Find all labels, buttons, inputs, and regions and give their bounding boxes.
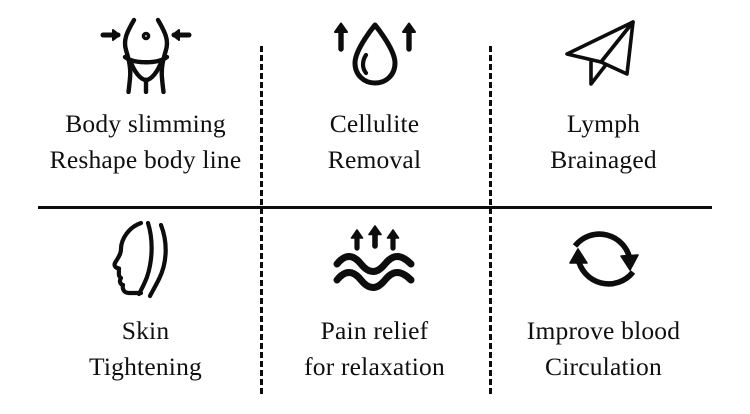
feature-caption-line1: Cellulite bbox=[329, 109, 420, 138]
feature-cell-cellulite-removal: Cellulite Removal bbox=[260, 8, 489, 208]
feature-caption-line2: for relaxation bbox=[304, 352, 445, 382]
waves-up-arrows-icon bbox=[329, 213, 421, 305]
divider-vertical-right bbox=[489, 46, 492, 394]
feature-caption: Lymph Brainaged bbox=[550, 106, 657, 178]
feature-caption-line1: Body slimming bbox=[65, 109, 226, 138]
feature-caption: Skin Tightening bbox=[89, 313, 202, 385]
feature-caption-line1: Pain relief bbox=[320, 316, 429, 345]
face-profile-icon bbox=[103, 213, 189, 305]
feature-cell-lymph-drainage: Lymph Brainaged bbox=[489, 8, 718, 208]
feature-caption-line2: Circulation bbox=[545, 352, 662, 382]
feature-cell-pain-relief: Pain relief for relaxation bbox=[260, 213, 489, 413]
feature-cell-skin-tightening: Skin Tightening bbox=[31, 213, 260, 413]
feature-caption-line2: Reshape body line bbox=[49, 145, 242, 175]
feature-cell-body-slimming: Body slimming Reshape body line bbox=[31, 8, 260, 208]
feature-caption: Pain relief for relaxation bbox=[304, 313, 445, 385]
water-droplet-up-arrows-icon bbox=[331, 8, 419, 96]
divider-vertical-left bbox=[260, 46, 263, 394]
feature-caption-line1: Improve blood bbox=[526, 316, 681, 345]
feature-cell-blood-circulation: Improve blood Circulation bbox=[489, 213, 718, 413]
feature-caption: Body slimming Reshape body line bbox=[50, 106, 242, 178]
feature-caption-line2: Brainaged bbox=[550, 145, 657, 175]
feature-caption-line2: Tightening bbox=[88, 352, 202, 382]
paper-plane-icon bbox=[561, 8, 647, 96]
circular-arrows-icon bbox=[564, 213, 644, 305]
divider-horizontal bbox=[38, 206, 712, 209]
body-slimming-torso-icon bbox=[100, 8, 192, 96]
feature-caption-line1: Skin bbox=[121, 316, 170, 345]
feature-caption: Improve blood Circulation bbox=[527, 313, 680, 385]
feature-caption-line1: Lymph bbox=[566, 109, 641, 138]
feature-caption: Cellulite Removal bbox=[328, 106, 421, 178]
feature-caption-line2: Removal bbox=[327, 145, 422, 175]
